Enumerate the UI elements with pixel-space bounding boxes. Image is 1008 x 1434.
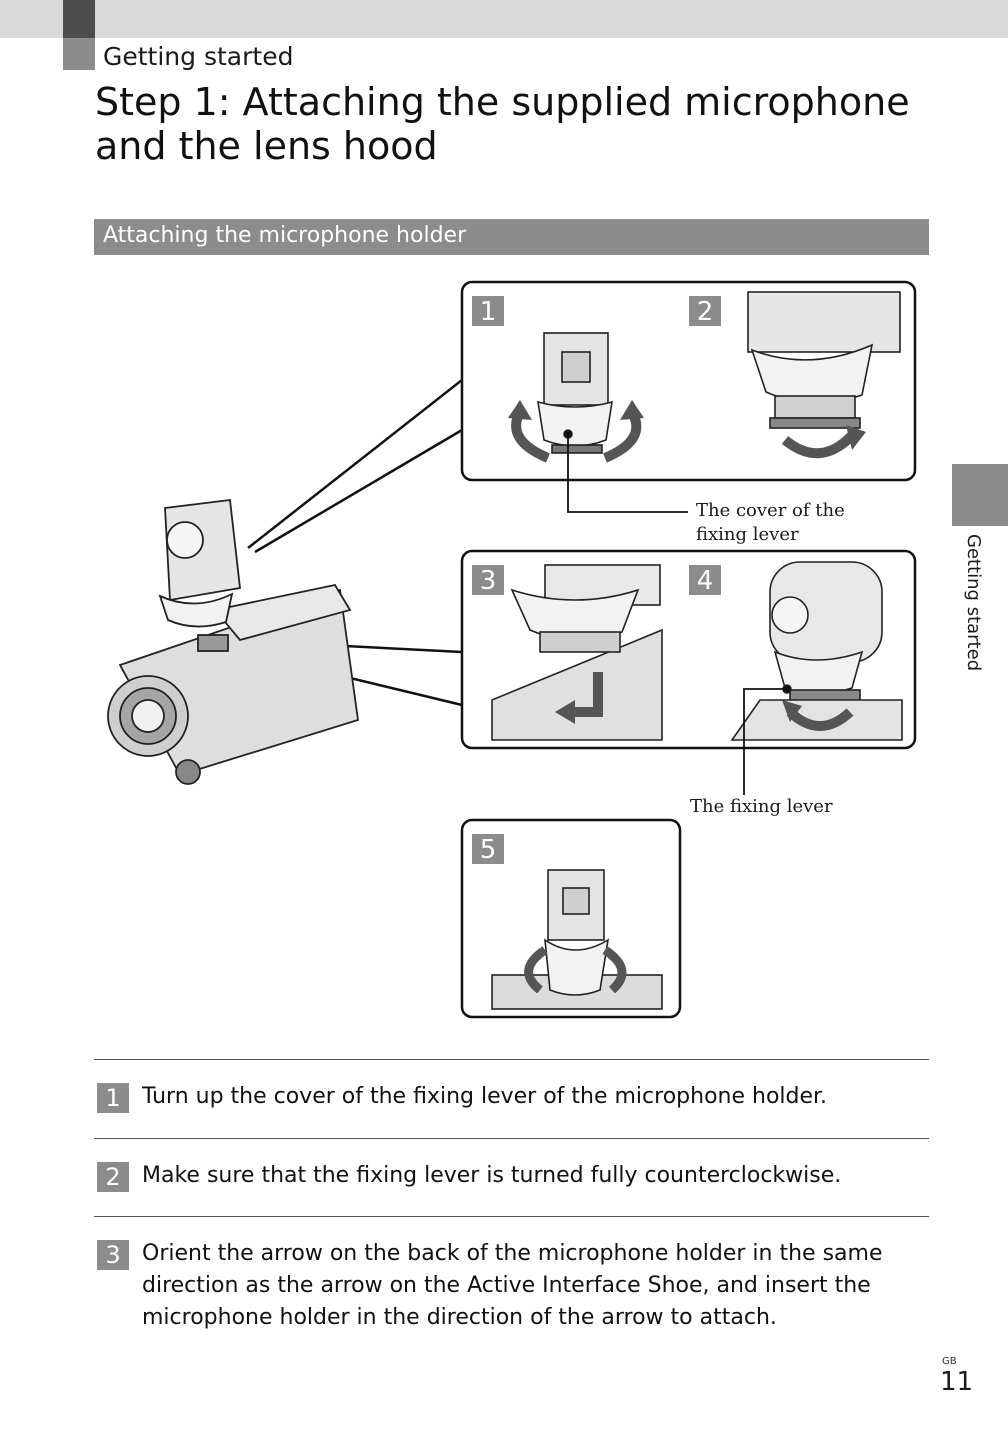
panel-5-label: 5 [480,835,497,865]
divider [94,1216,929,1217]
callout-fixing-lever: The fixing lever [690,796,833,817]
panel-3-label: 3 [480,566,497,596]
step-number: 1 [97,1083,129,1113]
page-title: Step 1: Attaching the supplied microphon… [95,80,910,168]
panel-4-drawing [730,561,903,741]
callout-line-lever [743,688,787,795]
panel-3-drawing [491,564,663,741]
step-number: 3 [97,1240,129,1270]
callout-cover-of-fixing-lever: The cover of the fixing lever [696,500,845,545]
section-label: Getting started [103,42,294,71]
panel-5-drawing [491,869,663,1010]
side-tab-marker [952,464,1008,526]
panel-4-label: 4 [697,566,714,596]
page-code: GB [942,1356,957,1367]
arrow-right-up [620,400,644,420]
arrow-left-up [508,400,532,420]
subsection-title: Attaching the microphone holder [103,223,467,248]
arrow-rotate-2 [846,425,866,450]
callout-line-cover [567,434,688,513]
step-text: Turn up the cover of the fixing lever of… [142,1084,828,1109]
divider [94,1138,929,1139]
subsection-header: Attaching the microphone holder [94,219,929,255]
top-bar [0,0,1008,38]
divider [94,1059,929,1060]
arrow-insert-3 [555,700,575,724]
panel-2-label: 2 [697,297,714,327]
page-number: 11 [940,1367,974,1397]
panel-badges: 1 2 3 4 5 [472,296,721,865]
step-text: Orient the arrow on the back of the micr… [142,1241,883,1330]
panel-1-label: 1 [480,297,497,327]
step-text: Make sure that the fixing lever is turne… [142,1163,842,1188]
camcorder-drawing [107,498,359,785]
top-marker-dark [63,0,95,38]
microphone-holder-illustration: 1 2 3 4 5 [107,280,917,1019]
arrow-rotate-4 [782,700,802,722]
panel-2-drawing [747,291,901,459]
step-number: 2 [97,1162,129,1192]
